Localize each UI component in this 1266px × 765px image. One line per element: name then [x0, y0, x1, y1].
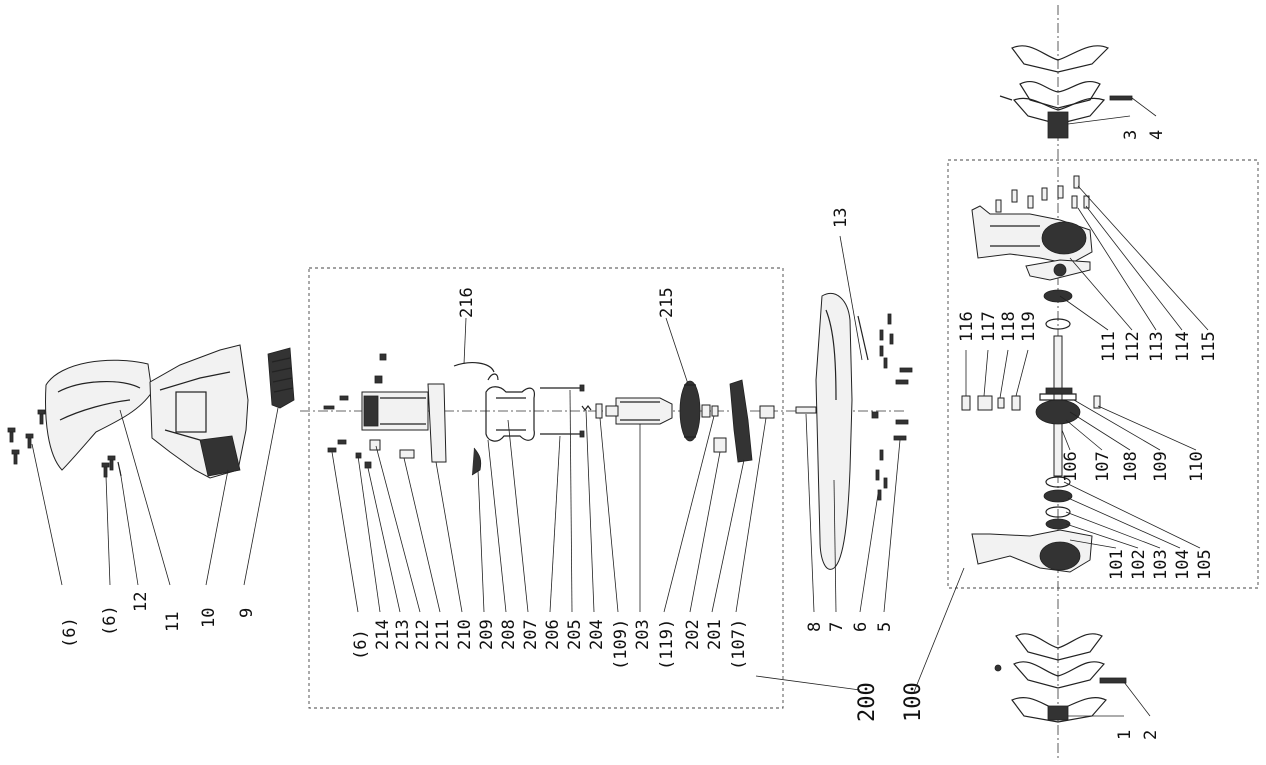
callout-label: 201: [705, 619, 725, 650]
callout-label: 202: [683, 619, 703, 650]
gearbox-bolts: [995, 175, 1090, 213]
callout-label: 212: [413, 619, 433, 650]
motor-parts-group: [323, 353, 775, 476]
upper-tines-part: [999, 45, 1133, 139]
lower-tines-part: [994, 633, 1127, 723]
callout-label: 10: [199, 608, 219, 628]
callout-label: 210: [455, 619, 475, 650]
callout-label: 110: [1187, 451, 1207, 482]
callout-label: 203: [633, 619, 653, 650]
callout-label: 205: [565, 619, 585, 650]
callout-label: 106: [1061, 451, 1081, 482]
callout-label: (6): [351, 629, 371, 660]
left-parts-group: [7, 344, 295, 479]
callout-label: (107): [729, 619, 749, 670]
callout-label: 206: [543, 619, 563, 650]
callout-label: 101: [1107, 549, 1127, 580]
gearbox-assembly-box: [947, 159, 1259, 589]
callout-label: 211: [433, 619, 453, 650]
callout-label: 112: [1123, 331, 1143, 362]
callout-label: (6): [60, 617, 80, 648]
callout-label: 4: [1147, 130, 1167, 140]
top-cover-part: [45, 359, 153, 471]
callout-label: 1: [1115, 730, 1135, 740]
callout-label: 213: [393, 619, 413, 650]
callout-label: 114: [1173, 331, 1193, 362]
assembly-label: 200: [855, 682, 880, 722]
callout-label: 3: [1121, 130, 1141, 140]
gearbox-parts-group: [961, 175, 1101, 573]
callout-label: 7: [827, 622, 847, 632]
callout-label: 209: [477, 619, 497, 650]
motor-end-cap-part: [361, 391, 429, 431]
callout-label: 2: [1141, 730, 1161, 740]
callout-label: 12: [131, 592, 151, 612]
handle-parts-group: [795, 293, 913, 570]
callout-label: 11: [163, 612, 183, 632]
callout-label: 117: [979, 311, 999, 342]
callout-label: 208: [499, 619, 519, 650]
callout-label: 13: [831, 208, 851, 228]
callout-label: 113: [1147, 331, 1167, 362]
leader-lines: [31, 97, 1209, 717]
callout-label: (109): [611, 619, 631, 670]
callout-label: (6): [100, 605, 120, 636]
callout-label: 8: [805, 622, 825, 632]
end-bracket-part: [729, 379, 753, 463]
callout-label: 116: [957, 311, 977, 342]
callout-label: 204: [587, 619, 607, 650]
callout-label: 102: [1129, 549, 1149, 580]
field-coil-part: [453, 362, 535, 476]
callout-labels: (6) (6) 12 11 10 9 (6) 214 213 212 211 2…: [60, 130, 1219, 740]
callout-label: 111: [1099, 331, 1119, 362]
motor-assembly-box: [308, 267, 784, 709]
callout-label: 119: [1019, 311, 1039, 342]
callout-label: 108: [1121, 451, 1141, 482]
callout-label: 207: [521, 619, 541, 650]
callout-label: 105: [1195, 549, 1215, 580]
callout-label: 109: [1151, 451, 1171, 482]
armature-part: [595, 380, 719, 442]
callout-label: (119): [657, 619, 677, 670]
callout-label: 104: [1173, 549, 1193, 580]
callout-label: 214: [373, 619, 393, 650]
callout-label: 215: [657, 287, 677, 318]
vent-grille-part: [267, 347, 295, 409]
callout-label: 216: [457, 287, 477, 318]
assembly-label: 100: [901, 682, 926, 722]
worm-gear-part: [1035, 399, 1081, 425]
callout-label: 103: [1151, 549, 1171, 580]
callout-label: 9: [237, 608, 257, 618]
callout-label: 107: [1093, 451, 1113, 482]
handle-plate-part: [815, 293, 853, 570]
callout-label: 115: [1199, 331, 1219, 362]
callout-label: 118: [999, 311, 1019, 342]
fan-shroud-part: [427, 383, 447, 463]
callout-label: 5: [875, 622, 895, 632]
callout-label: 6: [851, 622, 871, 632]
